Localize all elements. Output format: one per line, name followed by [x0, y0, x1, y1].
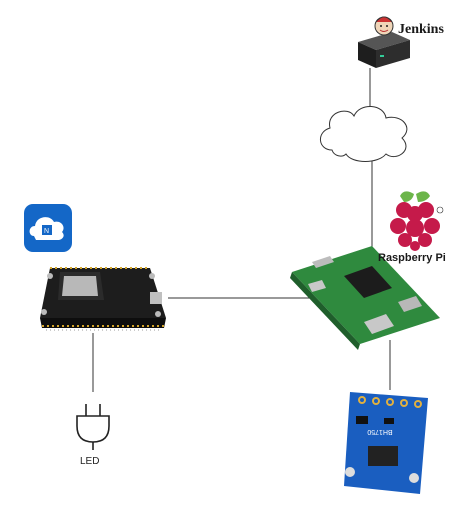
nodemcu-logo-icon: N — [24, 204, 72, 252]
svg-text:N: N — [44, 228, 49, 235]
nodemcu-board — [40, 267, 166, 331]
jenkins-label: Jenkins — [398, 22, 444, 37]
sensor-chip-label: BH1750 — [367, 428, 392, 435]
jenkins-logo-icon — [374, 16, 394, 36]
raspberry-pi-logo-icon — [390, 191, 444, 251]
cloud-icon — [320, 106, 408, 162]
raspberry-pi-zero-board — [290, 246, 440, 350]
bh1750-sensor-board — [344, 392, 428, 494]
jenkins-server-icon — [358, 32, 410, 68]
led-plug-icon — [76, 404, 110, 450]
led-label: LED — [80, 456, 100, 467]
raspberry-pi-label: Raspberry Pi — [378, 252, 446, 264]
